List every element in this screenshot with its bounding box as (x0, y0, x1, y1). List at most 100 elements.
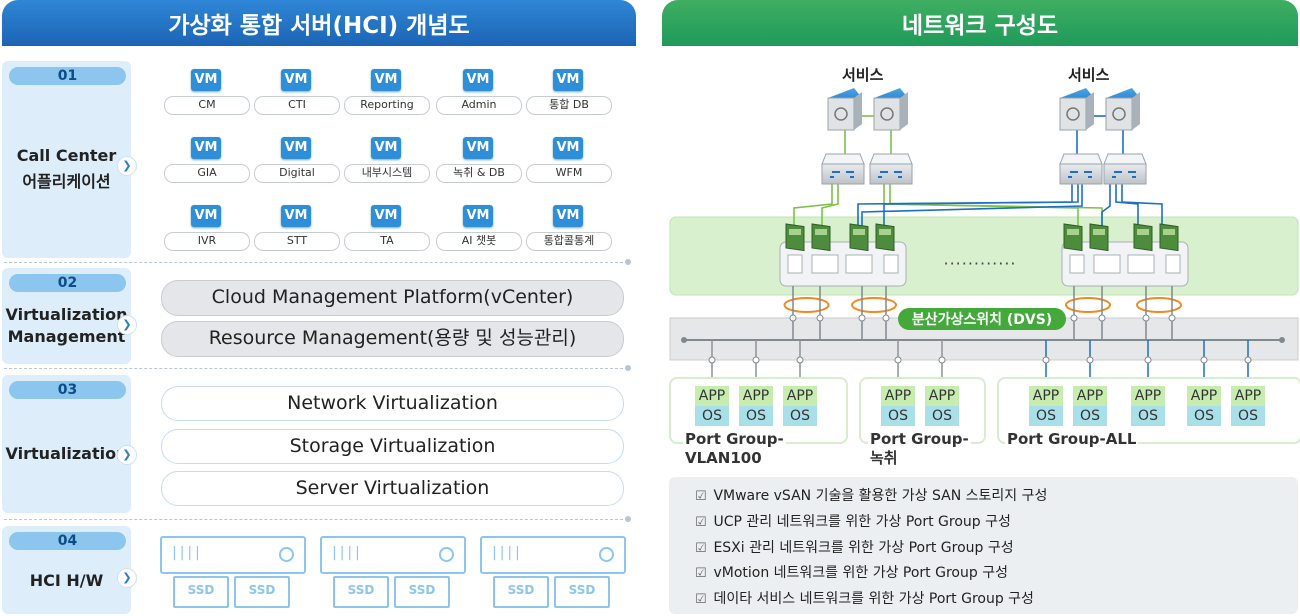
category-label-line1: Virtualization (5, 305, 128, 324)
section-divider (4, 519, 628, 520)
checklist-text: vMotion 네트워크를 위한 가상 Port Group 구성 (713, 565, 1008, 581)
vm-badge: VM (191, 137, 221, 159)
server-chassis-icon: |||| (480, 536, 626, 574)
network-link (1101, 184, 1111, 232)
switch-icon (1103, 153, 1147, 185)
port-dot (789, 314, 797, 322)
vm-label: Reporting (344, 96, 430, 115)
vm-label: IVR (164, 232, 250, 251)
switch-icon (1059, 153, 1103, 185)
vm-app-label: APP (1073, 386, 1107, 406)
vm-os-label: OS (783, 406, 817, 426)
router-icon (1059, 88, 1094, 131)
vm-label: CTI (254, 96, 340, 115)
network-diagram: ············ 분산가상스위치 (DVS) (669, 88, 1299, 386)
nic-card-icon (1089, 223, 1109, 252)
vm-badge: VM (281, 205, 311, 227)
service-label: 서비스 (838, 64, 888, 85)
nic-chip (1163, 229, 1175, 235)
port-dot (1042, 356, 1050, 364)
checkbox-checked-icon: ☑ (695, 592, 707, 607)
chevron-right-icon: ❯ (117, 568, 137, 588)
vm-badge: VM (371, 69, 401, 91)
vm-app-label: APP (1131, 386, 1165, 406)
vm-app-label: APP (1029, 386, 1063, 406)
ssd-drive: SSD (554, 576, 610, 608)
checklist-item: ☑ VMware vSAN 기술을 활용한 가상 SAN 스토리지 구성 (695, 485, 1047, 505)
port-group-label-line1: Port Group- (685, 430, 784, 448)
port-dot (938, 356, 946, 364)
checkbox-checked-icon: ☑ (695, 515, 707, 530)
vm-badge: VM (553, 205, 583, 227)
vm-label: TA (344, 232, 430, 251)
checklist-item: ☑ ESXi 관리 네트워크를 위한 가상 Port Group 구성 (695, 537, 1014, 557)
vm-app-label: APP (783, 386, 817, 406)
port-dot (894, 356, 902, 364)
category-number: 03 (9, 381, 126, 399)
vm-badge: VM (463, 137, 493, 159)
vm-label: WFM (526, 164, 612, 183)
port-group-label: Port Group-ALL (1005, 430, 1139, 449)
vm-label: 내부시스템 (344, 164, 430, 183)
chevron-right-icon: ❯ (117, 156, 137, 176)
port-dot (1144, 356, 1152, 364)
checkbox-checked-icon: ☑ (695, 541, 707, 556)
nic-chip (879, 229, 891, 235)
ssd-drive: SSD (493, 576, 549, 608)
vm-badge: VM (463, 69, 493, 91)
vm-badge: VM (463, 205, 493, 227)
port-dot (858, 314, 866, 322)
nic-team-ring (783, 297, 830, 313)
virtualization-item-server: Server Virtualization (161, 471, 624, 506)
dvs-label-pill (898, 308, 1066, 330)
vm-app-label: APP (881, 386, 915, 406)
management-item-resource: Resource Management(용량 및 성능관리) (161, 321, 624, 357)
vm-app-label: APP (739, 386, 773, 406)
category-call-center: 01 Call Center 어플리케이션 ❯ (2, 61, 137, 258)
nic-card-icon (849, 223, 869, 252)
nic-chip (1137, 229, 1149, 235)
service-label: 서비스 (1064, 64, 1114, 85)
category-virtualization-management: 02 Virtualization Management ❯ (2, 268, 137, 364)
virtualization-item-network: Network Virtualization (161, 386, 624, 421)
port-dot (1086, 356, 1094, 364)
host-server-icon (779, 241, 907, 287)
network-link (1121, 184, 1163, 232)
bus-end (681, 337, 687, 343)
bus-end (1279, 337, 1285, 343)
switch-icon (869, 153, 913, 185)
divider-dot (625, 259, 631, 265)
checklist-item: ☑ vMotion 네트워크를 위한 가상 Port Group 구성 (695, 562, 1008, 582)
port-dot (882, 314, 890, 322)
port-group-label-line1: Port Group-ALL (1007, 430, 1137, 448)
vm-os-label: OS (1131, 406, 1165, 426)
port-group-label-line1: Port Group- (870, 430, 969, 448)
vm-label: Admin (436, 96, 522, 115)
ssd-drive: SSD (173, 576, 229, 608)
port-dot (816, 314, 824, 322)
right-panel-title: 네트워크 구성도 (662, 0, 1298, 46)
router-icon (1105, 88, 1140, 131)
nic-team-ring (1136, 297, 1182, 313)
divider-dot (625, 365, 631, 371)
checklist-text: UCP 관리 네트워크를 위한 가상 Port Group 구성 (713, 514, 1011, 530)
category-number: 02 (9, 274, 126, 292)
network-link (793, 184, 833, 232)
nic-card-icon (1063, 223, 1083, 252)
checklist-item: ☑ UCP 관리 네트워크를 위한 가상 Port Group 구성 (695, 511, 1011, 531)
vm-os-label: OS (695, 406, 729, 426)
nic-chip (1093, 229, 1105, 235)
checkbox-checked-icon: ☑ (695, 489, 707, 504)
nic-card-icon (1133, 223, 1153, 252)
port-dot (1070, 314, 1078, 322)
nic-chip (789, 229, 801, 235)
section-divider (4, 262, 628, 263)
nic-card-icon (785, 223, 805, 252)
chevron-right-icon: ❯ (117, 445, 137, 465)
port-dot (752, 356, 760, 364)
vm-app-label: APP (1231, 386, 1265, 406)
vm-badge: VM (371, 137, 401, 159)
port-dot (1244, 356, 1252, 364)
checkbox-checked-icon: ☑ (695, 566, 707, 581)
vm-badge: VM (553, 69, 583, 91)
